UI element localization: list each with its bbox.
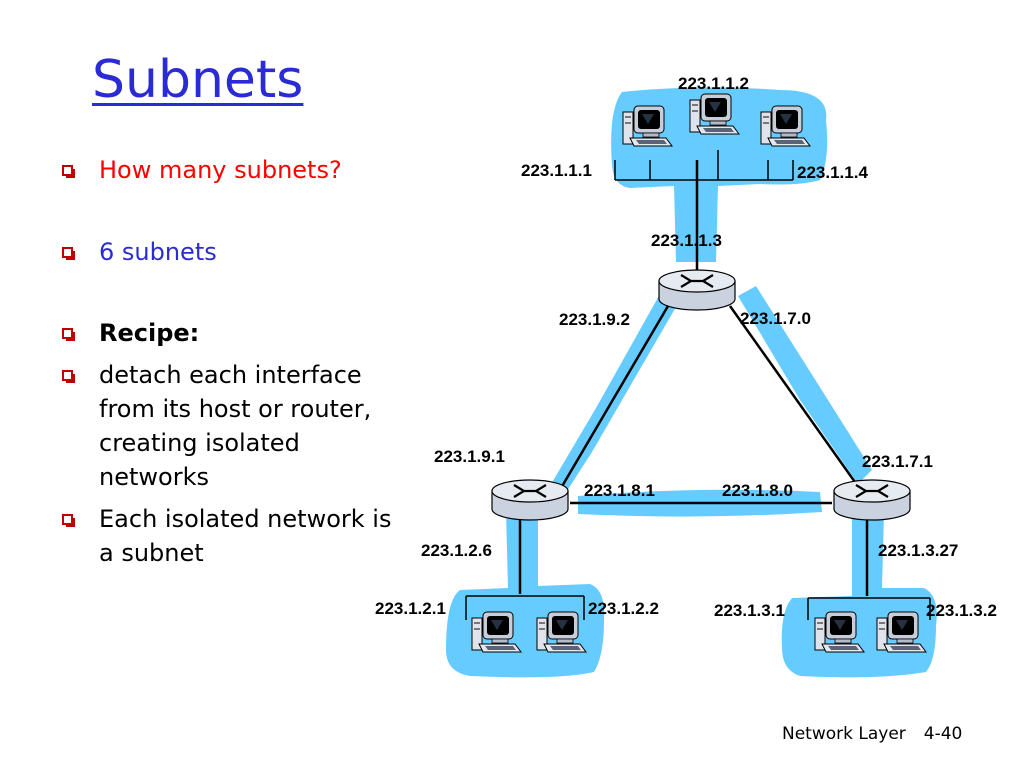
router-icon	[490, 478, 570, 522]
router-icon	[832, 478, 912, 522]
slide-footer: Network Layer 4-40	[782, 724, 962, 744]
ip-label: 223.1.7.0	[740, 309, 811, 328]
bullet-question: How many subnets?	[62, 153, 407, 187]
lan-segments	[465, 150, 931, 620]
ip-label: 223.1.9.2	[559, 310, 630, 329]
router-icon	[657, 268, 737, 312]
ip-label: 223.1.2.1	[375, 599, 446, 618]
page-number: 4-40	[923, 724, 963, 744]
ip-label: 223.1.3.1	[714, 601, 785, 620]
ip-label: 223.1.8.1	[584, 481, 655, 500]
square-bullet-icon	[62, 514, 75, 527]
network-links	[518, 160, 869, 596]
ip-label: 223.1.1.3	[651, 231, 722, 250]
bullet-detach: detach each interface from its host or r…	[62, 358, 407, 494]
bullet-text: Recipe:	[99, 319, 200, 347]
bullet-text: Each isolated network is a subnet	[99, 505, 392, 567]
bullet-each-network: Each isolated network is a subnet	[62, 502, 407, 570]
ip-label: 223.1.9.1	[434, 447, 505, 466]
ip-label: 223.1.1.2	[678, 74, 749, 93]
bullet-answer: 6 subnets	[62, 235, 407, 269]
bullet-recipe: Recipe:	[62, 316, 407, 350]
ip-label: 223.1.3.27	[878, 541, 958, 560]
ip-label: 223.1.7.1	[862, 452, 933, 471]
footer-section: Network Layer	[782, 724, 906, 744]
bullet-text: detach each interface from its host or r…	[99, 361, 372, 491]
square-bullet-icon	[62, 165, 75, 178]
ip-label: 223.1.8.0	[722, 481, 793, 500]
ip-label: 223.1.1.1	[521, 161, 592, 180]
ip-label: 223.1.1.4	[797, 163, 868, 182]
bullet-text: How many subnets?	[99, 156, 342, 184]
bullet-text: 6 subnets	[99, 238, 217, 266]
square-bullet-icon	[62, 370, 75, 383]
ip-label: 223.1.2.2	[588, 599, 659, 618]
square-bullet-icon	[62, 328, 75, 341]
ip-label: 223.1.2.6	[421, 541, 492, 560]
square-bullet-icon	[62, 247, 75, 260]
slide-title: Subnets	[92, 50, 304, 110]
ip-label: 223.1.3.2	[926, 601, 997, 620]
